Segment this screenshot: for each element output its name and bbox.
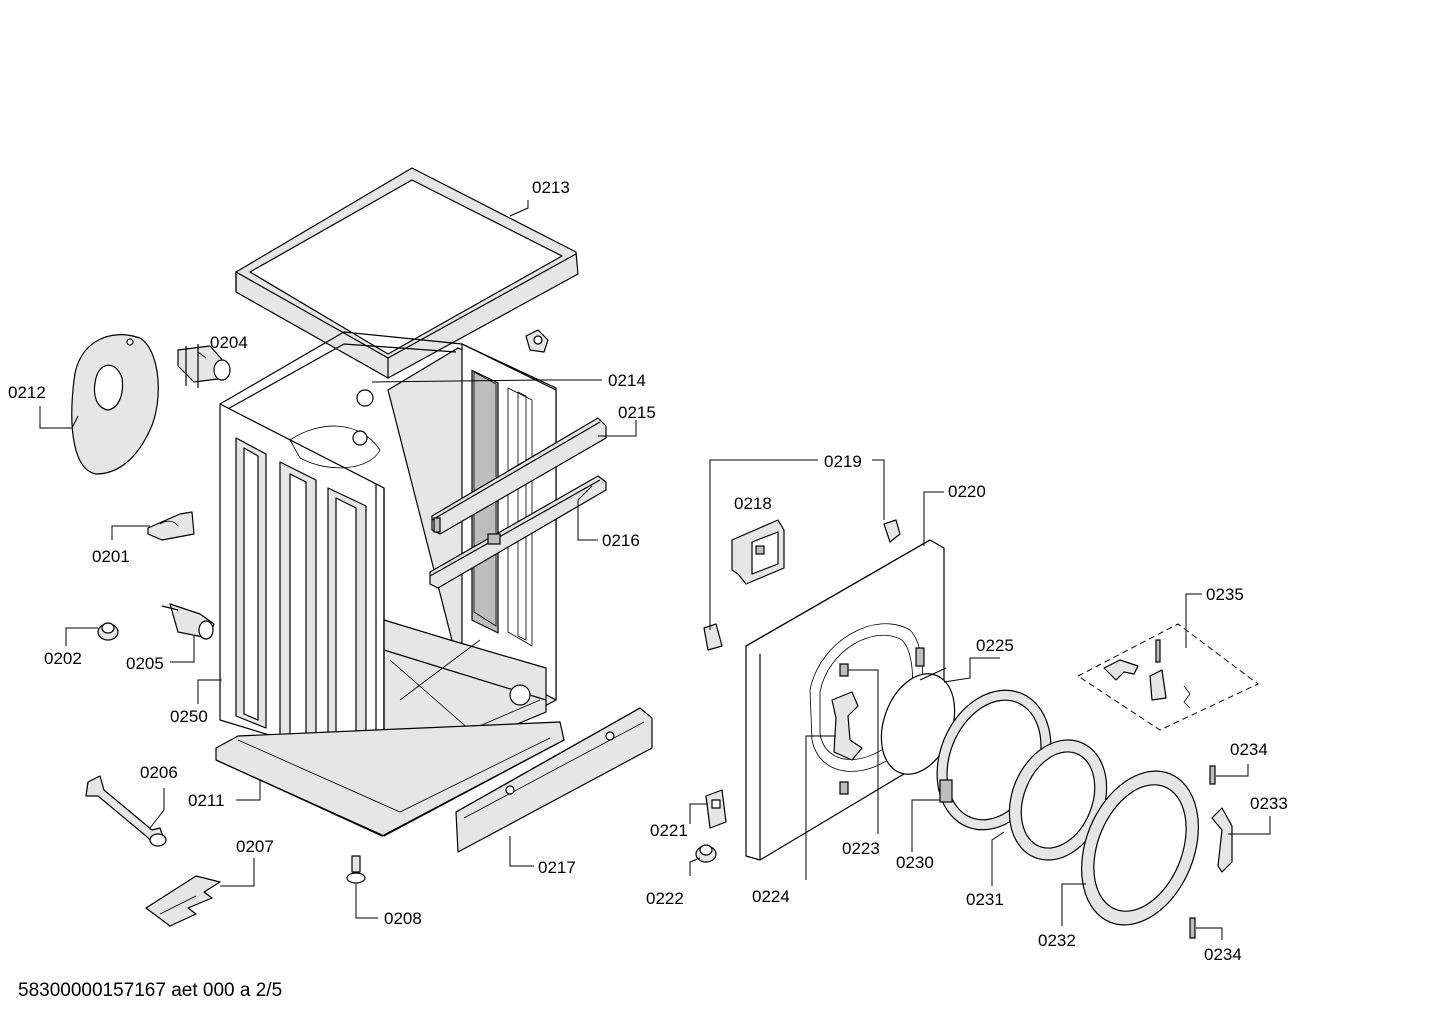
part-0212-rear-cover[interactable] bbox=[71, 334, 159, 475]
label-0223: 0223 bbox=[842, 839, 880, 858]
label-0212: 0212 bbox=[8, 383, 46, 402]
part-0234-pin-top[interactable] bbox=[1209, 765, 1216, 785]
label-0217: 0217 bbox=[538, 858, 576, 877]
label-0219: 0219 bbox=[824, 452, 862, 471]
label-0202: 0202 bbox=[44, 649, 82, 668]
label-0221: 0221 bbox=[650, 821, 688, 840]
part-0223-pin-top[interactable] bbox=[839, 663, 849, 677]
part-top-clip[interactable] bbox=[525, 329, 549, 353]
label-0215: 0215 bbox=[618, 403, 656, 422]
drawing-reference: 58300000157167 aet 000 a 2/5 bbox=[18, 980, 283, 1001]
part-0234-pin-bottom[interactable] bbox=[1189, 917, 1196, 939]
label-0207: 0207 bbox=[236, 837, 274, 856]
label-0235: 0235 bbox=[1206, 585, 1244, 604]
part-0201-clamp[interactable] bbox=[147, 511, 195, 541]
part-0206-spanner[interactable] bbox=[85, 775, 167, 847]
label-0232: 0232 bbox=[1038, 931, 1076, 950]
part-0207-spacer-plate[interactable] bbox=[145, 875, 221, 927]
part-0250-cabinet[interactable] bbox=[219, 331, 557, 781]
label-0234-bottom: 0234 bbox=[1204, 945, 1242, 964]
part-0202-cap[interactable] bbox=[97, 622, 119, 641]
label-0218: 0218 bbox=[734, 494, 772, 513]
label-0213: 0213 bbox=[532, 178, 570, 197]
part-0232-outer-door-ring[interactable] bbox=[1060, 754, 1220, 943]
label-0224: 0224 bbox=[752, 887, 790, 906]
part-0217-plinth[interactable] bbox=[455, 707, 653, 853]
label-0220: 0220 bbox=[948, 482, 986, 501]
part-0233-handle[interactable] bbox=[1211, 807, 1233, 873]
part-0225-door-seal[interactable] bbox=[868, 664, 967, 785]
part-0219-clip-top[interactable] bbox=[883, 519, 901, 543]
part-0205-valve[interactable] bbox=[161, 603, 215, 640]
label-0225: 0225 bbox=[976, 636, 1014, 655]
part-0215-cross-rail[interactable] bbox=[431, 417, 607, 535]
label-0208: 0208 bbox=[384, 909, 422, 928]
part-0218-door-lock[interactable] bbox=[731, 519, 785, 585]
label-0205: 0205 bbox=[126, 654, 164, 673]
part-0219-clip-left[interactable] bbox=[703, 623, 723, 651]
part-0235-kit[interactable] bbox=[1077, 623, 1259, 731]
part-0211-bottom-plate[interactable] bbox=[215, 721, 565, 837]
label-0222: 0222 bbox=[646, 889, 684, 908]
part-labels: 0213 0204 0212 0214 0215 0216 0201 0202 … bbox=[8, 178, 1288, 964]
part-0221-latch[interactable] bbox=[705, 789, 727, 829]
label-0204: 0204 bbox=[210, 333, 248, 352]
label-0234-top: 0234 bbox=[1230, 740, 1268, 759]
label-0233: 0233 bbox=[1250, 794, 1288, 813]
part-0223-pin-bottom[interactable] bbox=[839, 781, 849, 795]
label-0206: 0206 bbox=[140, 763, 178, 782]
label-0214: 0214 bbox=[608, 371, 646, 390]
part-0213-top-cover[interactable] bbox=[235, 167, 579, 379]
label-0211: 0211 bbox=[188, 791, 225, 810]
part-0204-pump[interactable] bbox=[177, 344, 231, 388]
part-0216-cross-rail[interactable] bbox=[429, 475, 607, 589]
part-0224-door-hook[interactable] bbox=[831, 691, 863, 761]
label-0230: 0230 bbox=[896, 853, 934, 872]
part-0231-door-glass[interactable] bbox=[992, 725, 1124, 874]
leader-lines bbox=[39, 200, 1271, 940]
label-0216: 0216 bbox=[602, 531, 640, 550]
label-0201: 0201 bbox=[92, 547, 130, 566]
label-0250: 0250 bbox=[170, 707, 208, 726]
part-0222-cap[interactable] bbox=[695, 844, 717, 863]
part-0208-foot[interactable] bbox=[346, 855, 366, 884]
label-0231: 0231 bbox=[966, 890, 1004, 909]
